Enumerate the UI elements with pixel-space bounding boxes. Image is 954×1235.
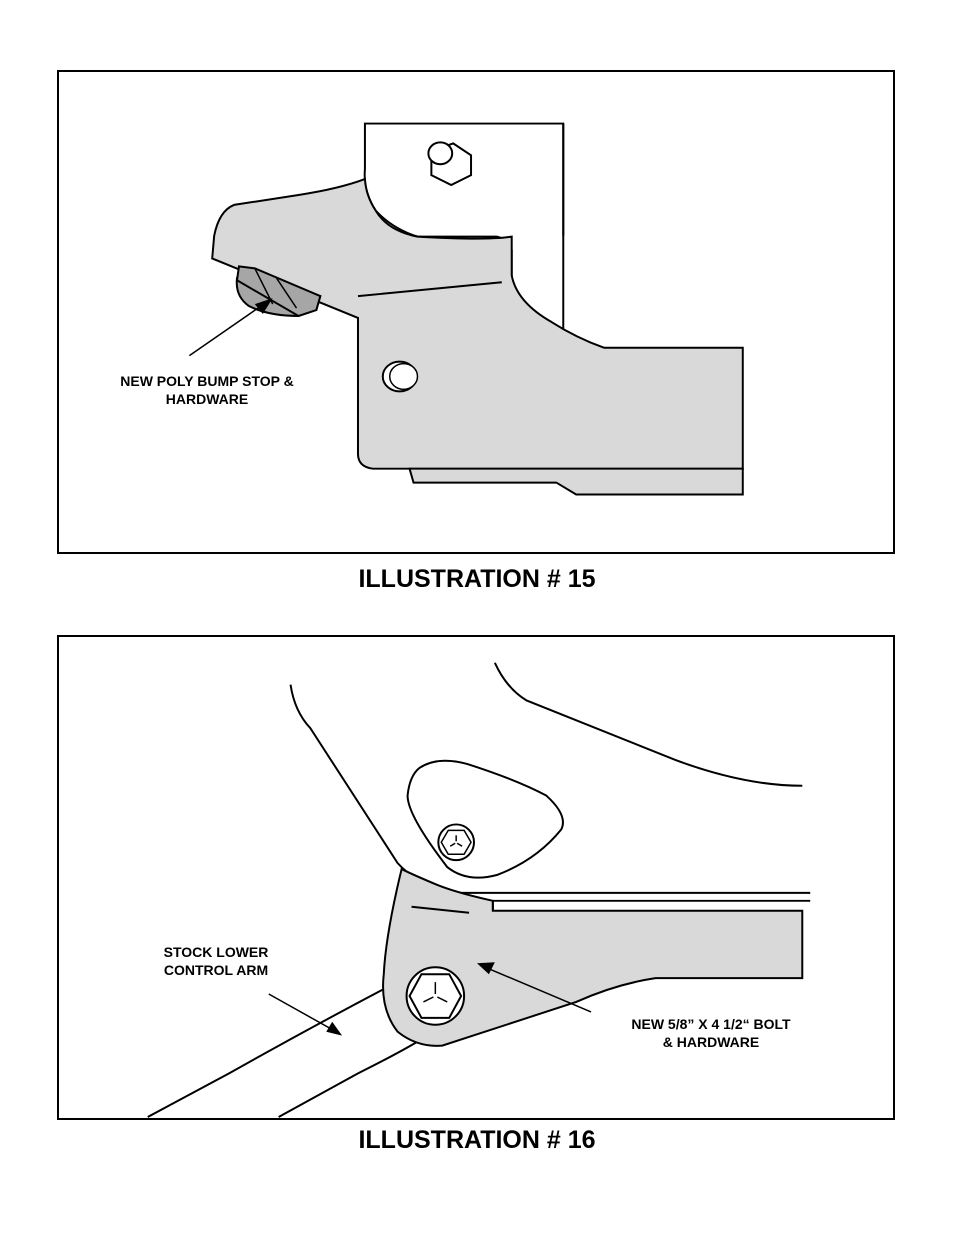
bolt-leader-arrow xyxy=(476,962,592,1013)
illustration-16-caption: ILLUSTRATION # 16 xyxy=(358,1126,596,1154)
lower-arm-bracket xyxy=(382,867,804,1047)
stock-lower-control-arm xyxy=(147,988,418,1118)
bolt-hole-icon xyxy=(381,360,419,393)
frame-rail xyxy=(289,684,811,894)
illustration-16-drawing xyxy=(147,662,811,1118)
hex-bolt-icon xyxy=(437,823,476,862)
lower-control-arm-callout: STOCK LOWER CONTROL ARM xyxy=(163,944,269,978)
hex-bolt-icon xyxy=(405,966,466,1026)
illustration-15-frame: NEW POLY BUMP STOP & HARDWARE xyxy=(57,70,895,554)
hex-bolt-icon xyxy=(427,141,473,187)
upper-mount-plate xyxy=(406,759,564,879)
control-arm-bracket xyxy=(211,177,744,470)
illustration-15-caption: ILLUSTRATION # 15 xyxy=(358,565,596,593)
bump-stop-leader-arrow xyxy=(188,298,273,357)
bolt-callout: NEW 5/8” X 4 1/2“ BOLT & HARDWARE xyxy=(631,1016,791,1050)
illustration-16-frame: STOCK LOWER CONTROL ARM NEW 5/8” X 4 1/2… xyxy=(57,635,895,1120)
bracket-lower-flange xyxy=(408,467,744,496)
bump-stop-callout: NEW POLY BUMP STOP & HARDWARE xyxy=(120,373,294,407)
illustration-15-drawing xyxy=(188,122,744,496)
control-arm-leader-arrow xyxy=(268,993,343,1036)
